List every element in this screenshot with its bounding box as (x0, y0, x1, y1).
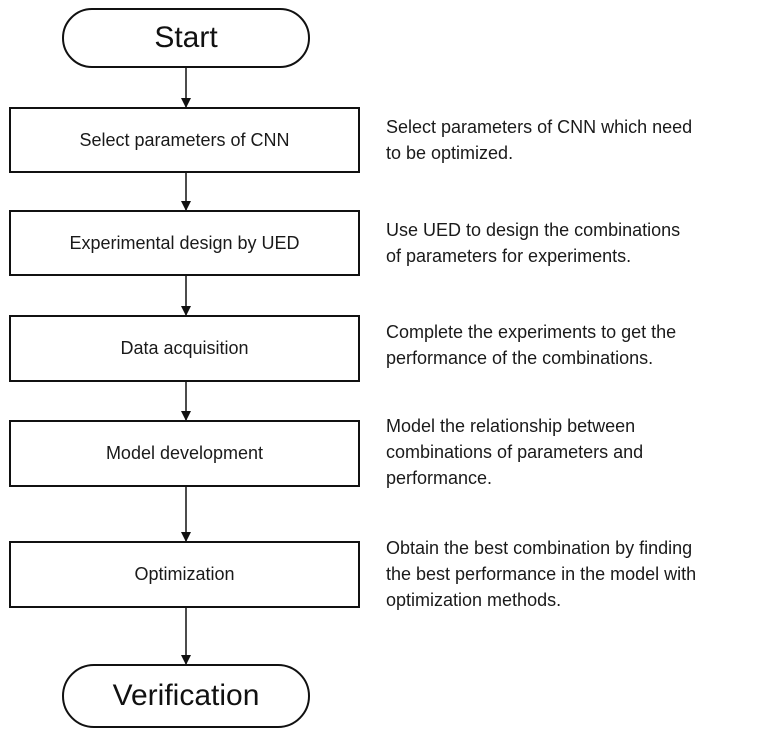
start-terminal: Start (62, 8, 310, 68)
step-box-optimization: Optimization (9, 541, 360, 608)
description-line: combinations of parameters and (386, 442, 644, 462)
description-line: Complete the experiments to get the (386, 322, 677, 342)
description-line: Select parameters of CNN which need (386, 117, 693, 137)
step-box-select-parameters: Select parameters of CNN (9, 107, 360, 173)
description-line: performance of the combinations. (386, 348, 654, 368)
description-line: Obtain the best combination by finding (386, 538, 693, 558)
step-description-data-acquisition: Complete the experiments to get the perf… (386, 319, 764, 371)
description-line: of parameters for experiments. (386, 246, 632, 266)
step-description-model-development: Model the relationship between combinati… (386, 413, 764, 491)
description-line: optimization methods. (386, 590, 562, 610)
step-description-select-parameters: Select parameters of CNN which need to b… (386, 114, 764, 166)
verification-terminal: Verification (62, 664, 310, 728)
description-line: Model the relationship between (386, 416, 636, 436)
step-description-experimental-design: Use UED to design the combinations of pa… (386, 217, 764, 269)
description-line: to be optimized. (386, 143, 514, 163)
step-description-optimization: Obtain the best combination by finding t… (386, 535, 764, 613)
step-box-experimental-design: Experimental design by UED (9, 210, 360, 276)
description-line: performance. (386, 468, 493, 488)
step-box-data-acquisition: Data acquisition (9, 315, 360, 382)
description-line: Use UED to design the combinations (386, 220, 681, 240)
description-line: the best performance in the model with (386, 564, 697, 584)
step-box-model-development: Model development (9, 420, 360, 487)
